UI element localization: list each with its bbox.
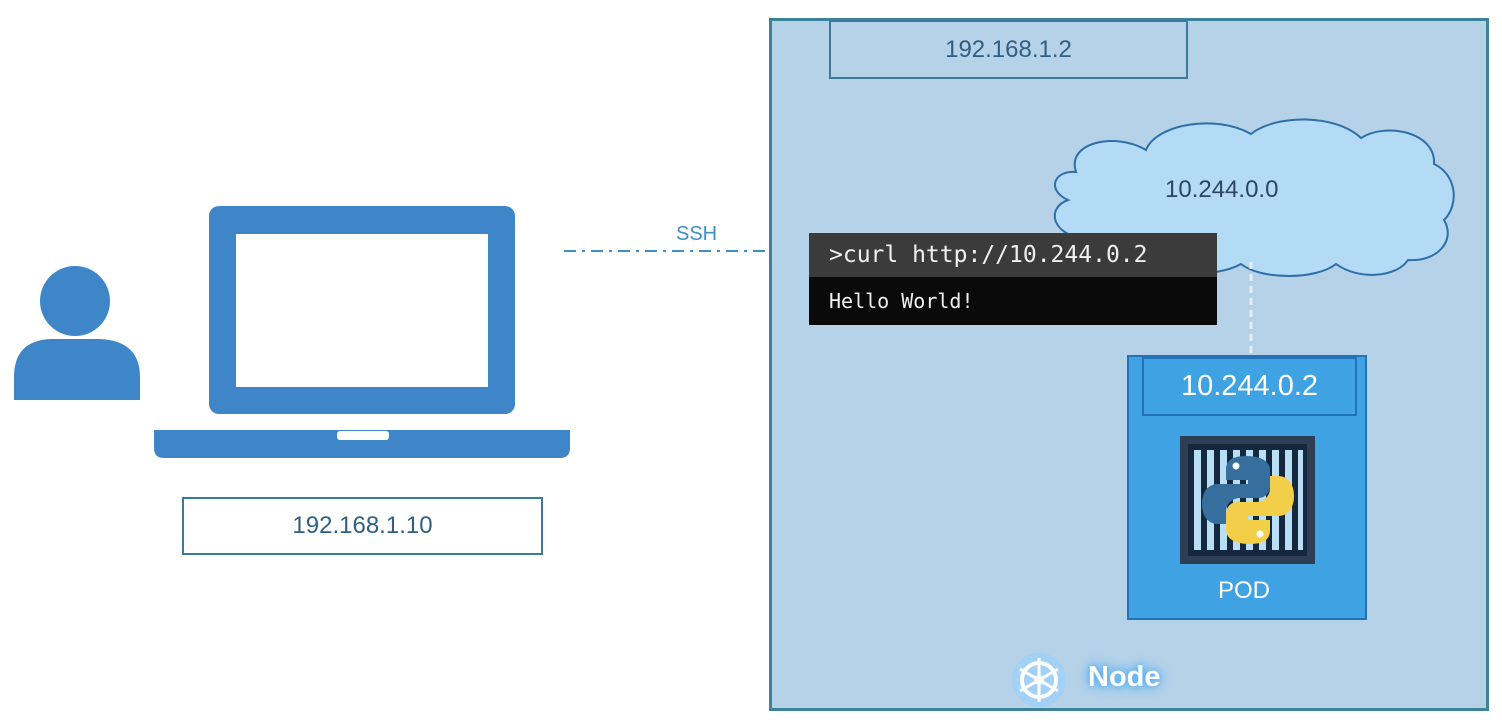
pod-network-link xyxy=(1249,262,1253,358)
terminal-output: Hello World! xyxy=(809,277,1217,325)
pod-label: POD xyxy=(1218,577,1271,604)
client-ip-box: 192.168.1.10 xyxy=(182,497,543,555)
cloud-network-label: 10.244.0.0 xyxy=(1165,176,1279,203)
pod-ip-box: 10.244.0.2 xyxy=(1142,357,1357,416)
client-ip: 192.168.1.10 xyxy=(292,512,433,539)
user-icon xyxy=(14,266,140,400)
ssh-label: SSH xyxy=(676,223,718,245)
node-ip-box: 192.168.1.2 xyxy=(829,20,1188,79)
terminal-command: >curl http://10.244.0.2 xyxy=(809,233,1217,277)
node-label: Node xyxy=(1088,661,1161,693)
node-ip: 192.168.1.2 xyxy=(945,35,1072,63)
kubernetes-icon xyxy=(1012,653,1066,707)
pod-ip: 10.244.0.2 xyxy=(1180,370,1319,402)
laptop-icon xyxy=(154,206,570,458)
python-container-icon xyxy=(1180,436,1315,564)
